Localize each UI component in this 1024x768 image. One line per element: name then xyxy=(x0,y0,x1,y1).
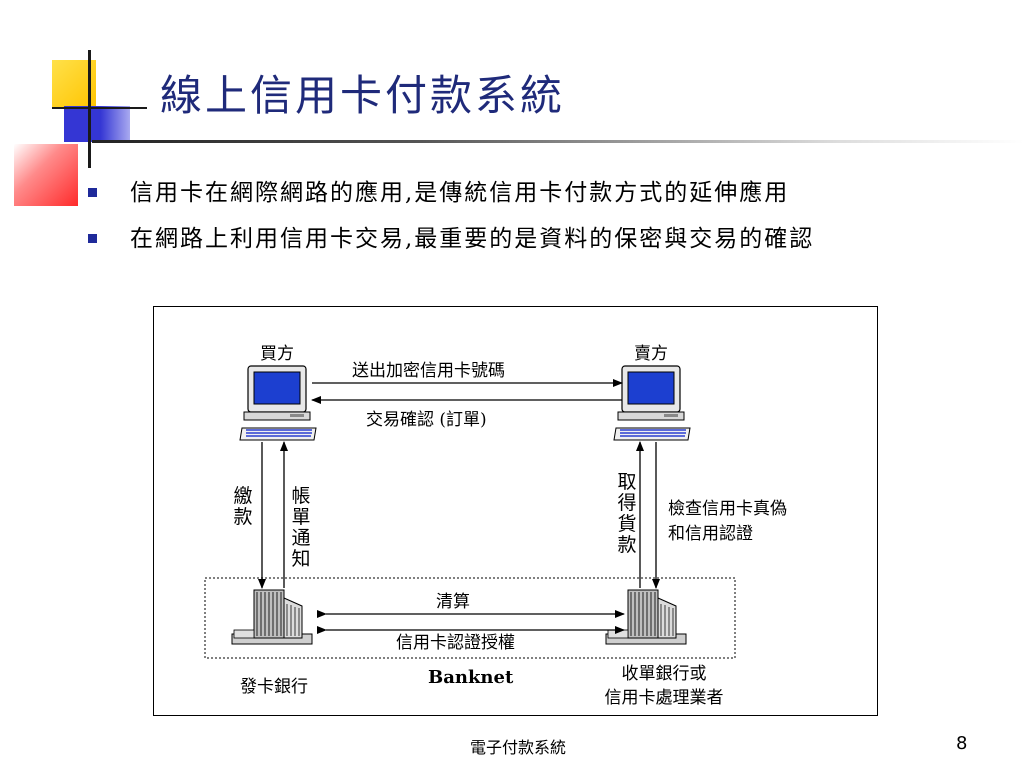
bullet-text: 信用卡在網際網路的應用,是傳統信用卡付款方式的延伸應用 xyxy=(130,180,790,206)
slide-title: 線上信用卡付款系統 xyxy=(160,71,566,120)
send-card-label: 送出加密信用卡號碼 xyxy=(352,361,505,381)
acquiring-bank-icon xyxy=(605,589,687,645)
deco-horizontal-line xyxy=(52,107,147,109)
title-underline xyxy=(92,140,1024,143)
banknet-boundary xyxy=(204,577,736,659)
acquiring-bank-label-line1: 收單銀行或 xyxy=(621,664,707,684)
bill-notice-label: 帳單通知 xyxy=(291,485,311,570)
buyer-label: 買方 xyxy=(260,344,294,364)
square-bullet-icon xyxy=(88,188,97,197)
banknet-label: Banknet xyxy=(428,667,514,688)
confirm-label: 交易確認 (訂單) xyxy=(366,410,487,430)
deco-red-square xyxy=(14,144,78,206)
footer-text: 電子付款系統 xyxy=(470,738,567,757)
seller-computer-icon xyxy=(613,365,691,441)
authorization-label: 信用卡認證授權 xyxy=(396,633,515,653)
verify-label-line1: 檢查信用卡真偽 xyxy=(668,499,787,519)
pay-label: 繳款 xyxy=(233,485,253,528)
buyer-computer-icon xyxy=(239,365,317,441)
issuing-bank-label: 發卡銀行 xyxy=(240,677,308,697)
page-number: 8 xyxy=(956,733,968,754)
payment-flow-diagram xyxy=(153,306,878,716)
bullet-item: 信用卡在網際網路的應用,是傳統信用卡付款方式的延伸應用 xyxy=(88,178,814,224)
verify-label-line2: 和信用認證 xyxy=(668,524,753,544)
clearing-label: 清算 xyxy=(436,592,470,612)
deco-vertical-line xyxy=(88,50,91,168)
bullet-list: 信用卡在網際網路的應用,是傳統信用卡付款方式的延伸應用 在網路上利用信用卡交易,… xyxy=(88,178,814,270)
acquiring-bank-label-line2: 信用卡處理業者 xyxy=(604,688,724,708)
seller-label: 賣方 xyxy=(634,344,668,364)
deco-blue-square xyxy=(64,106,130,142)
bullet-text: 在網路上利用信用卡交易,最重要的是資料的保密與交易的確認 xyxy=(130,226,815,252)
bullet-item: 在網路上利用信用卡交易,最重要的是資料的保密與交易的確認 xyxy=(88,224,814,270)
square-bullet-icon xyxy=(88,234,97,243)
issuing-bank-icon xyxy=(231,589,313,645)
get-payment-label: 取得貨款 xyxy=(617,471,637,556)
